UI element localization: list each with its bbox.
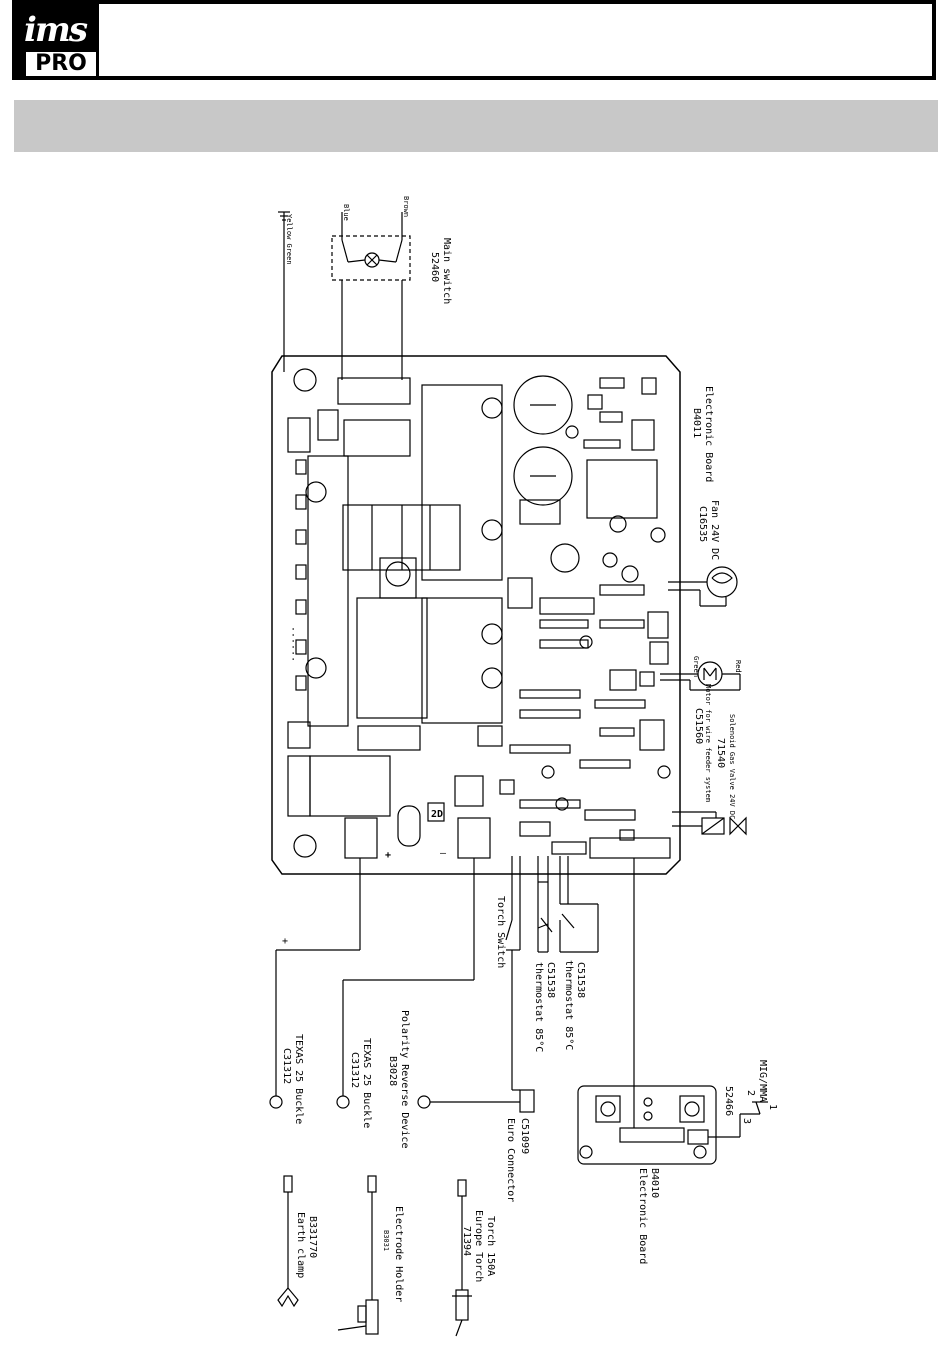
motor-code: C51560: [693, 708, 704, 744]
buckle-1-code: C31312: [281, 1048, 292, 1084]
fan-symbol: [668, 566, 738, 607]
page-header: ims PRO: [12, 0, 936, 80]
fan-name: Fan 24V DC: [709, 500, 720, 560]
buckle-2-name: TEXAS 25 Buckle: [361, 1038, 372, 1128]
board-b4010-code: B4010: [649, 1168, 660, 1198]
gas-valve-name: Solenoid Gas Valve 24V DC: [728, 714, 736, 819]
earth-clamp-code: B331770: [307, 1216, 318, 1258]
buckle-2-code: C31312: [349, 1052, 360, 1088]
gas-valve-code: 71540: [715, 738, 726, 768]
motor-green-label: Green: [692, 656, 700, 677]
logo-top-text: ims: [24, 10, 88, 50]
main-board-b4011: [271, 355, 681, 875]
euro-code: C51099: [519, 1118, 530, 1154]
motor-symbol: [660, 661, 741, 691]
torch-switch-and-thermostats: [505, 856, 599, 1091]
brand-logo: ims PRO: [16, 4, 99, 80]
board-b4011-code: B4011: [691, 408, 702, 438]
motor-red-label: Red: [734, 660, 742, 673]
thermostat-2-code: C51538: [575, 962, 586, 998]
main-switch-symbol: [278, 211, 411, 380]
main-switch-name: Main switch: [441, 238, 452, 304]
buckle-1-name: TEXAS 25 Buckle: [293, 1034, 304, 1124]
torch-symbol: [452, 1179, 472, 1337]
wire-blue-label: Blue: [342, 204, 350, 221]
euro-name: Euro Connector: [505, 1118, 516, 1202]
torch-code: 71394: [461, 1226, 472, 1256]
svg-text:+: +: [282, 936, 288, 947]
main-switch-code: 52460: [429, 252, 440, 282]
logo-bottom-text: PRO: [26, 52, 96, 76]
board-minus-mark: —: [440, 848, 447, 859]
torch-sub: Europe Torch: [473, 1210, 484, 1282]
mig-mma-pin-2: 2: [745, 1090, 756, 1096]
gas-valve-symbol: [672, 811, 747, 836]
board-b4010: [577, 858, 768, 1165]
thermostat-1-code: C51538: [545, 962, 556, 998]
earth-clamp-name: Earth clamp: [295, 1212, 306, 1278]
output-cables: +: [269, 858, 535, 1113]
board-plus-mark: +: [385, 850, 391, 861]
torch-name: Torch 150A: [485, 1216, 496, 1276]
wire-brown-label: Brown: [402, 196, 410, 217]
thermostat-2-name: thermostat 85°C: [563, 960, 574, 1050]
polarity-name: Polarity Reverse Device: [399, 1010, 410, 1148]
mig-mma-pin-3: 3: [741, 1118, 752, 1124]
fan-code: C16535: [697, 506, 708, 542]
board-2d-mark: 2D: [431, 809, 443, 820]
electrode-holder-name: Electrode Holder: [393, 1206, 404, 1302]
polarity-code: B3028: [387, 1056, 398, 1086]
mig-mma-code: 52466: [723, 1086, 734, 1116]
board-b4010-name: Electronic Board: [637, 1168, 648, 1264]
svg-text:······: ······: [287, 626, 298, 662]
electrode-holder-symbol: [337, 1175, 379, 1335]
board-b4011-name: Electronic Board: [703, 386, 714, 482]
thermostat-1-name: thermostat 85°C: [533, 962, 544, 1052]
mig-mma-label: MIG/MMA: [757, 1060, 768, 1102]
mig-mma-pin-1: 1: [767, 1104, 778, 1110]
torch-switch-label: Torch Switch: [495, 896, 506, 968]
title-band: [14, 100, 938, 152]
motor-name: Motor for wire feeder system: [704, 684, 712, 802]
wire-yellow-green-label: Yellow Green: [285, 214, 293, 265]
earth-clamp-symbol: [277, 1175, 299, 1308]
electrode-holder-code: B3031: [382, 1230, 390, 1251]
